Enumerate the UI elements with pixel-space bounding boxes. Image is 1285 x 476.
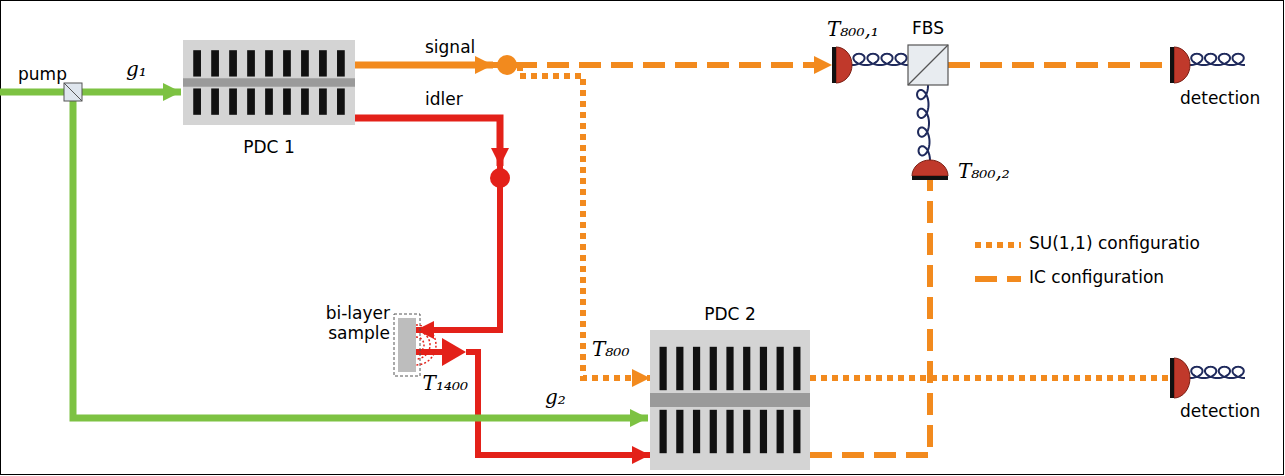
node-label: T₈₀₀,₂ <box>958 160 1010 183</box>
idler-dot <box>490 168 510 188</box>
node-label: T₁₄₀₀ <box>423 372 468 395</box>
detector-shape <box>912 160 948 180</box>
legend-text: IC configuration <box>1029 268 1164 288</box>
pump-beam <box>0 89 181 96</box>
beam-path <box>466 352 650 455</box>
node-label: detection <box>1180 402 1260 422</box>
signal-beam <box>355 62 493 69</box>
beam-splitter <box>64 83 82 101</box>
beam-path <box>948 62 1170 68</box>
node-label: PDC 1 <box>243 138 294 158</box>
beam-path <box>355 65 650 378</box>
fiber-coil <box>917 85 930 160</box>
detector: T₈₀₀,₁ <box>832 47 852 83</box>
crystal-shape <box>183 40 355 125</box>
fiber-beam-splitter: FBS <box>908 45 948 85</box>
fiber-beam-splitter-shape <box>908 45 948 85</box>
beam-path <box>810 180 930 455</box>
node-label: T₈₀₀,₁ <box>827 18 879 41</box>
attenuator-shape <box>442 338 466 366</box>
beam-path <box>355 118 500 330</box>
detector: T₈₀₀,₂ <box>912 160 948 180</box>
parameter-label: g₂ <box>545 386 566 409</box>
sample-shape <box>398 318 416 372</box>
detector: detection <box>1170 47 1190 83</box>
node-label: detection <box>1180 89 1260 109</box>
node-label: bi-layer sample <box>310 304 390 343</box>
fiber-coil <box>1190 54 1245 65</box>
node-label: FBS <box>912 19 944 39</box>
beam-label: signal <box>425 38 475 58</box>
detector-shape <box>832 47 852 83</box>
legend-sample <box>975 240 1021 250</box>
detector-shape <box>1170 47 1190 83</box>
detector: detection <box>1170 358 1190 398</box>
beam-path <box>355 62 832 68</box>
pump-beam <box>73 101 648 418</box>
fiber-coil <box>852 54 908 65</box>
beam-label: pump <box>18 65 67 85</box>
signal-dot <box>497 55 517 75</box>
parameter-label: T₈₀₀ <box>592 338 629 361</box>
fiber-coil <box>1190 367 1245 378</box>
legend-sample <box>975 274 1021 284</box>
node-label: PDC 2 <box>704 305 755 325</box>
crystal-shape <box>650 330 810 470</box>
beam-path <box>810 375 1170 381</box>
sample: bi-layer sample <box>398 318 416 372</box>
legend-text: SU(1,1) configuratio <box>1029 234 1200 254</box>
parameter-label: g₁ <box>126 58 147 81</box>
crystal: PDC 1 <box>183 40 355 125</box>
beam-label: idler <box>425 90 463 110</box>
attenuator: T₁₄₀₀ <box>442 338 466 366</box>
crystal: PDC 2 <box>650 330 810 470</box>
idler-beam <box>355 118 500 166</box>
detector-shape <box>1170 358 1190 398</box>
